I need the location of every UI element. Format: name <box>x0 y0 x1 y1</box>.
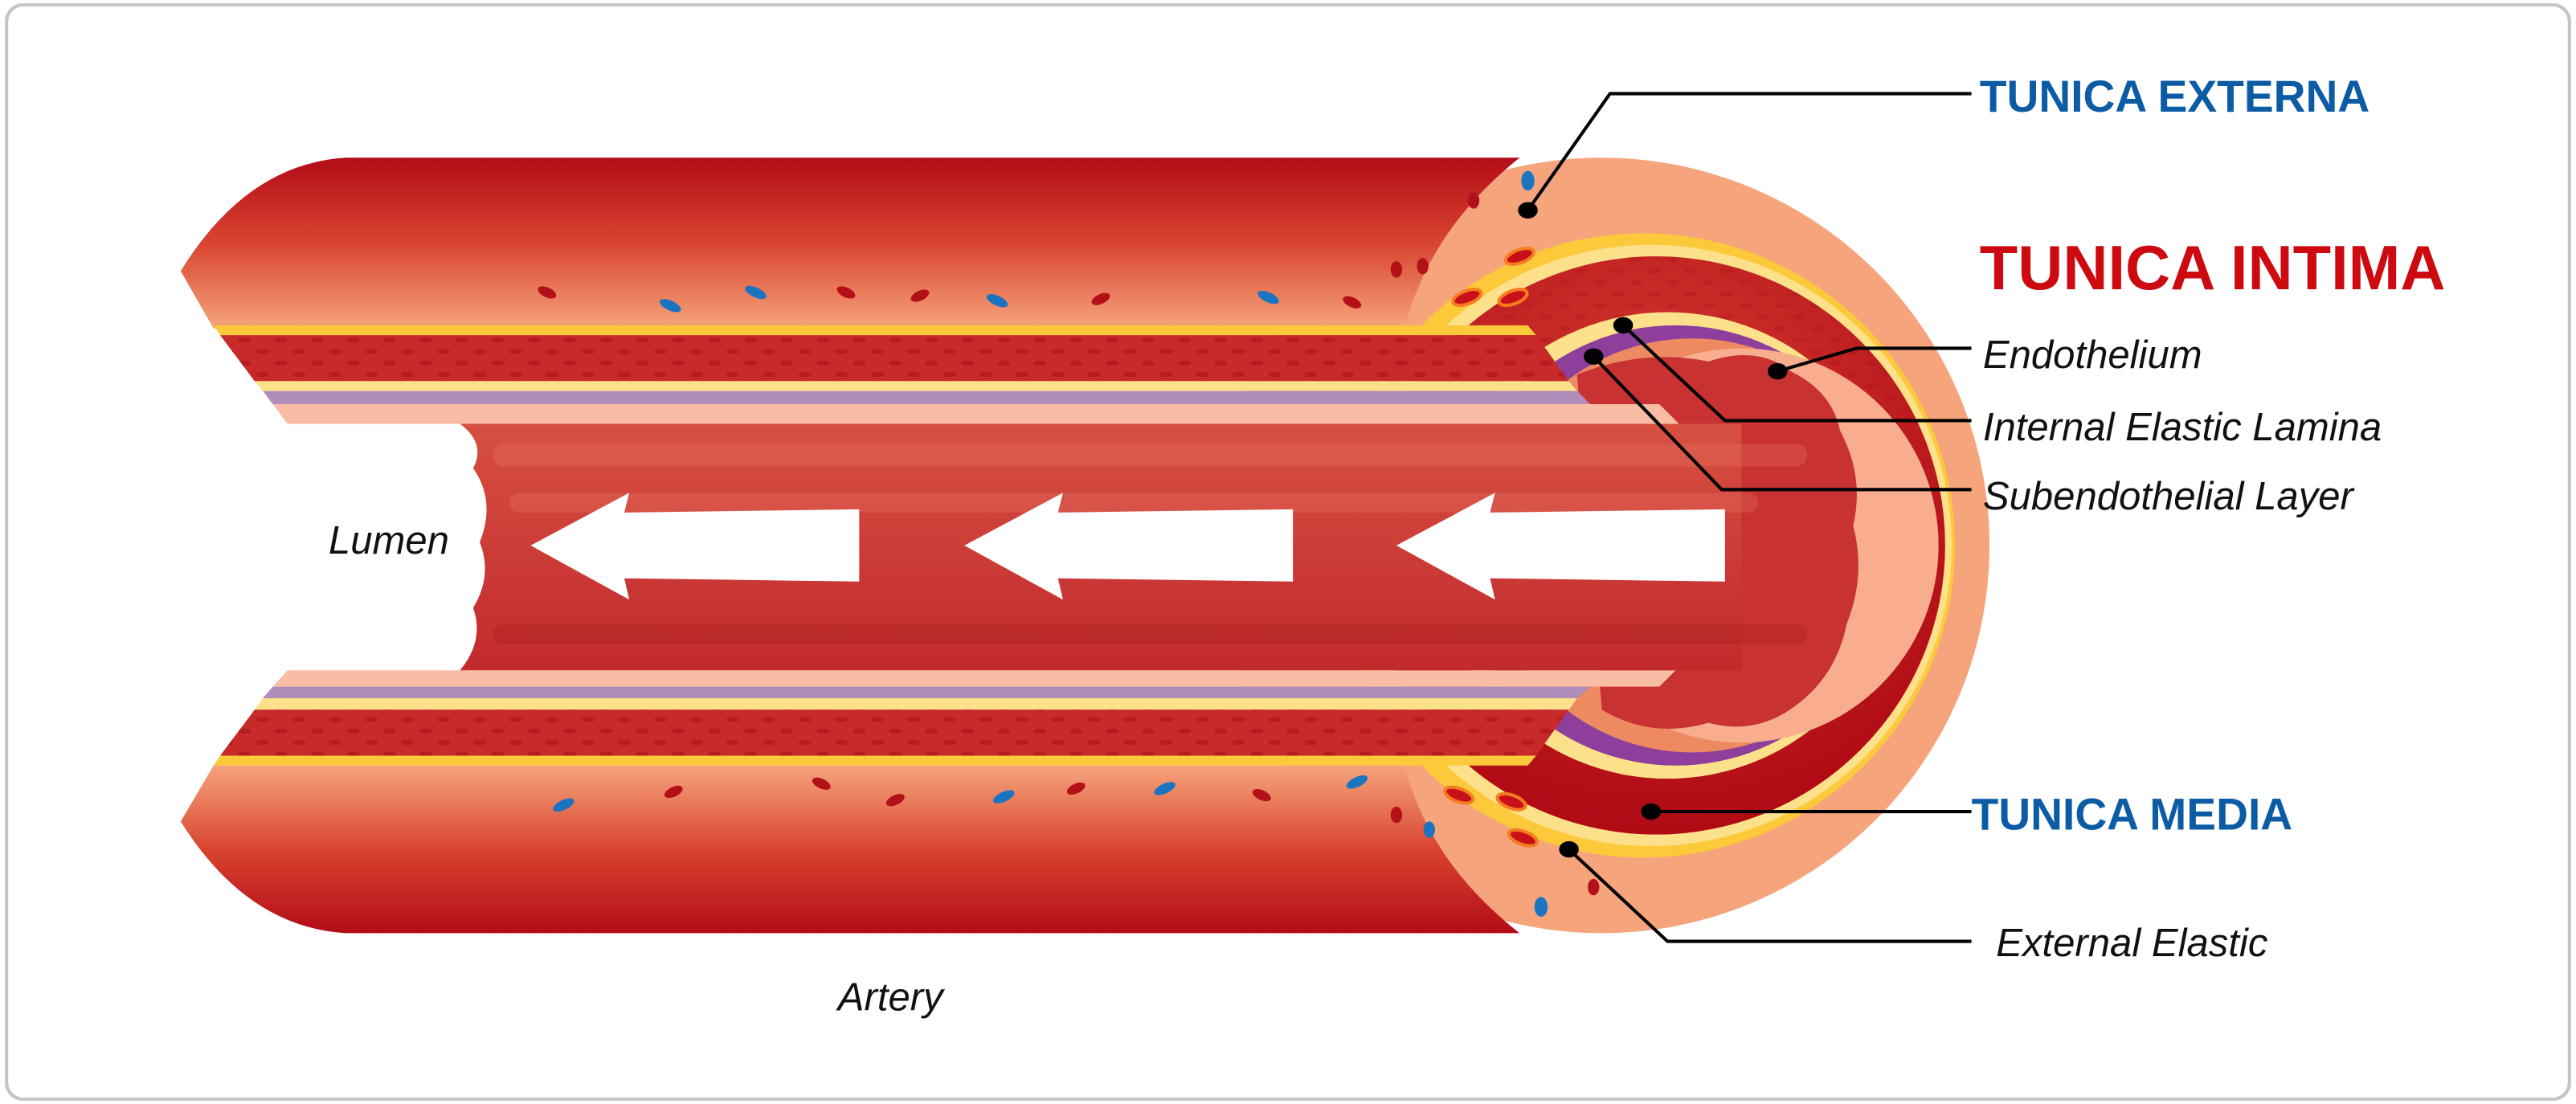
label-tunica-externa: TUNICA EXTERNA <box>1980 72 2370 121</box>
flow-arrows <box>530 493 1725 600</box>
diagram-caption: Artery <box>836 975 945 1019</box>
tunica-externa-bottom <box>180 765 1520 934</box>
label-tunica-intima: TUNICA INTIMA <box>1980 234 2446 303</box>
top-wall <box>180 157 1679 424</box>
label-external-elastic: External Elastic <box>1996 922 2267 965</box>
bottom-wall <box>180 670 1676 934</box>
tunica-externa-top <box>180 157 1520 329</box>
label-endothelium: Endothelium <box>1983 333 2202 377</box>
arrow-left-icon <box>530 493 860 600</box>
tunica-intima-bottom <box>272 670 1676 687</box>
arrow-left-icon <box>964 493 1294 600</box>
label-subendothelial-layer: Subendothelial Layer <box>1983 475 2355 518</box>
leader-lines <box>1518 92 1972 943</box>
tunica-intima-top <box>272 403 1679 424</box>
arrow-left-icon <box>1396 493 1725 600</box>
lumen-streaks <box>493 444 1808 644</box>
label-tunica-media: TUNICA MEDIA <box>1972 790 2293 840</box>
label-lumen: Lumen <box>329 519 449 562</box>
label-internal-elastic-lamina: Internal Elastic Lamina <box>1983 406 2382 449</box>
blood-cells <box>538 170 1600 917</box>
